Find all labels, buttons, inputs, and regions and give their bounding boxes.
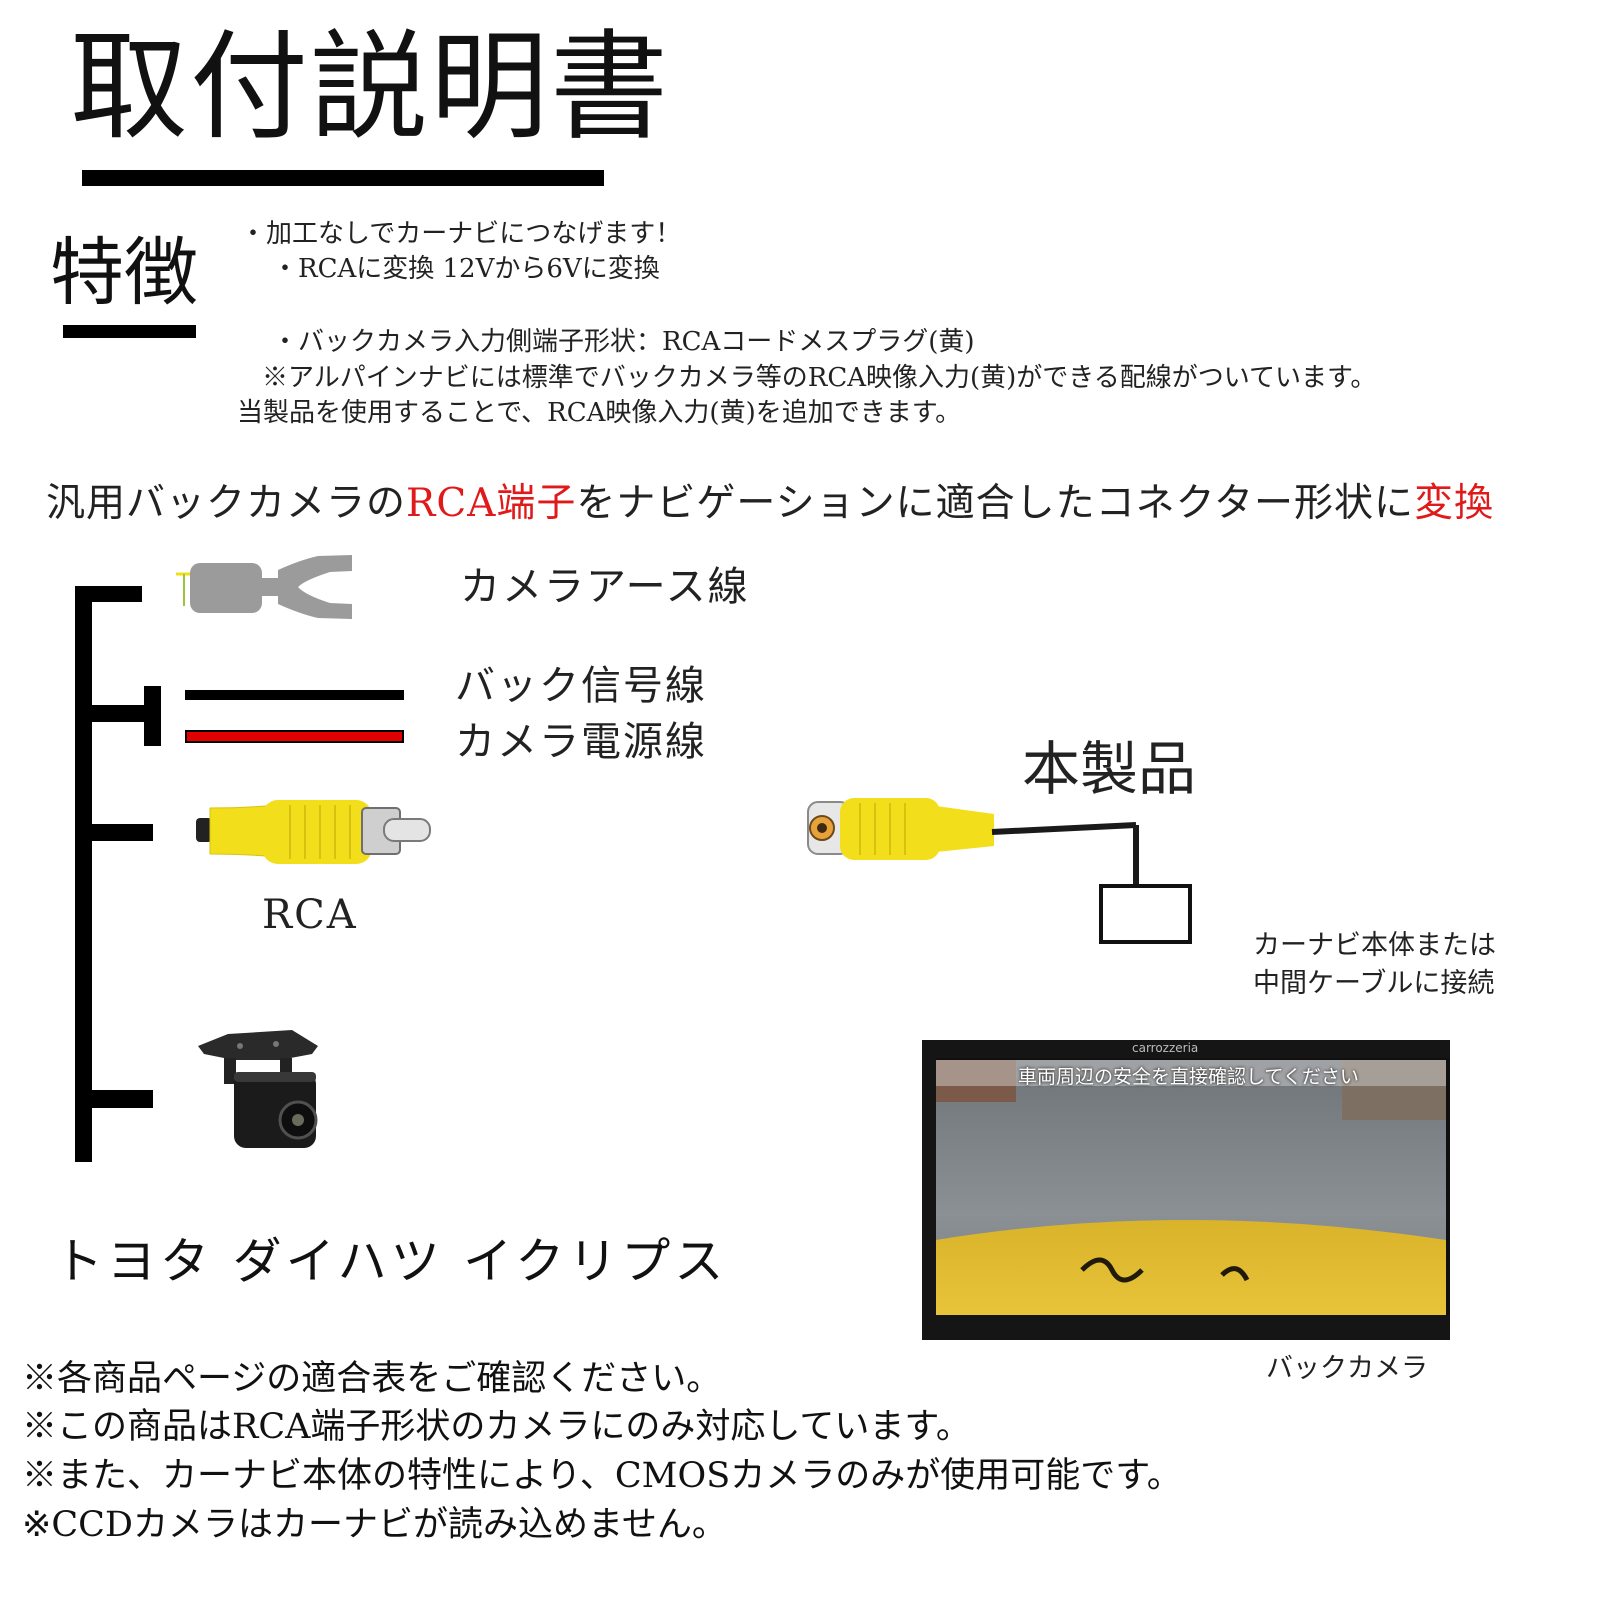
- rca-female-jack-icon: [807, 798, 994, 860]
- navi-screen-photo: 車両周辺の安全を直接確認してください carrozzeria: [922, 1040, 1450, 1340]
- back-camera-icon: [198, 1030, 318, 1148]
- connect-note: カーナビ本体または: [1253, 930, 1496, 961]
- headline: 汎用バックカメラのRCA端子をナビゲーションに適合したコネクター形状に変換: [46, 478, 1494, 530]
- branch-rca: [75, 824, 153, 841]
- wiring-diagram: [75, 555, 431, 1162]
- rca-label: RCA: [262, 892, 358, 938]
- note-line: ※CCDカメラはカーナビが読み込めません。: [22, 1505, 727, 1545]
- trunk-line: [75, 586, 92, 1162]
- note-line: ※また、カーナビ本体の特性により、CMOSカメラのみが使用可能です。: [22, 1456, 1182, 1496]
- earth-lug-icon: [176, 555, 352, 619]
- connect-note: 中間ケーブルに接続: [1253, 968, 1495, 999]
- earth-wire-label: カメラアース線: [460, 564, 750, 610]
- headline-text: をナビゲーションに適合したコネクター形状に: [576, 481, 1415, 526]
- branch-signal-power: [75, 705, 155, 722]
- back-signal-label: バック信号線: [455, 663, 707, 709]
- headline-highlight: RCA端子: [406, 481, 577, 526]
- title-underline: [82, 170, 604, 186]
- navi-warning-text: 車両周辺の安全を直接確認してください: [1018, 1066, 1359, 1088]
- product-cable: [991, 822, 1139, 888]
- product-label: 本製品: [1022, 735, 1197, 803]
- feature-line: ・バックカメラ入力側端子形状：RCAコードメスプラグ(黄): [272, 327, 975, 357]
- feature-line: ・RCAに変換 12Vから6Vに変換: [272, 254, 660, 284]
- navi-brand-text: carrozzeria: [1132, 1041, 1199, 1055]
- product-illustration: [807, 798, 1192, 944]
- feature-line: ※アルパインナビには標準でバックカメラ等のRCA映像入力(黄)ができる配線がつい…: [262, 363, 1377, 393]
- branch-camera: [75, 1090, 153, 1108]
- photo-caption: バックカメラ: [1266, 1353, 1428, 1384]
- headline-text: 汎用バックカメラの: [46, 481, 407, 526]
- feature-line: ・加工なしでカーナビにつなげます！: [240, 219, 682, 249]
- note-line: ※各商品ページの適合表をご確認ください。: [22, 1359, 722, 1399]
- connector-box-icon: [1099, 884, 1192, 944]
- branch-signal-power-bar: [144, 686, 161, 746]
- feature-line: 当製品を使用することで、RCA映像入力(黄)を追加できます。: [237, 398, 962, 428]
- compatible-brands: トヨタ ダイハツ イクリプス: [54, 1233, 728, 1290]
- page-title: 取付説明書: [70, 18, 671, 156]
- features-heading: 特徴: [50, 230, 198, 316]
- camera-power-label: カメラ電源線: [455, 719, 707, 765]
- note-line: ※この商品はRCA端子形状のカメラにのみ対応しています。: [22, 1407, 971, 1447]
- branch-earth: [75, 586, 142, 602]
- camera-power-wire: [185, 730, 404, 743]
- rca-male-plug-icon: [196, 800, 431, 864]
- headline-highlight: 変換: [1414, 481, 1495, 526]
- back-signal-wire: [185, 690, 404, 700]
- features-underline: [63, 325, 196, 338]
